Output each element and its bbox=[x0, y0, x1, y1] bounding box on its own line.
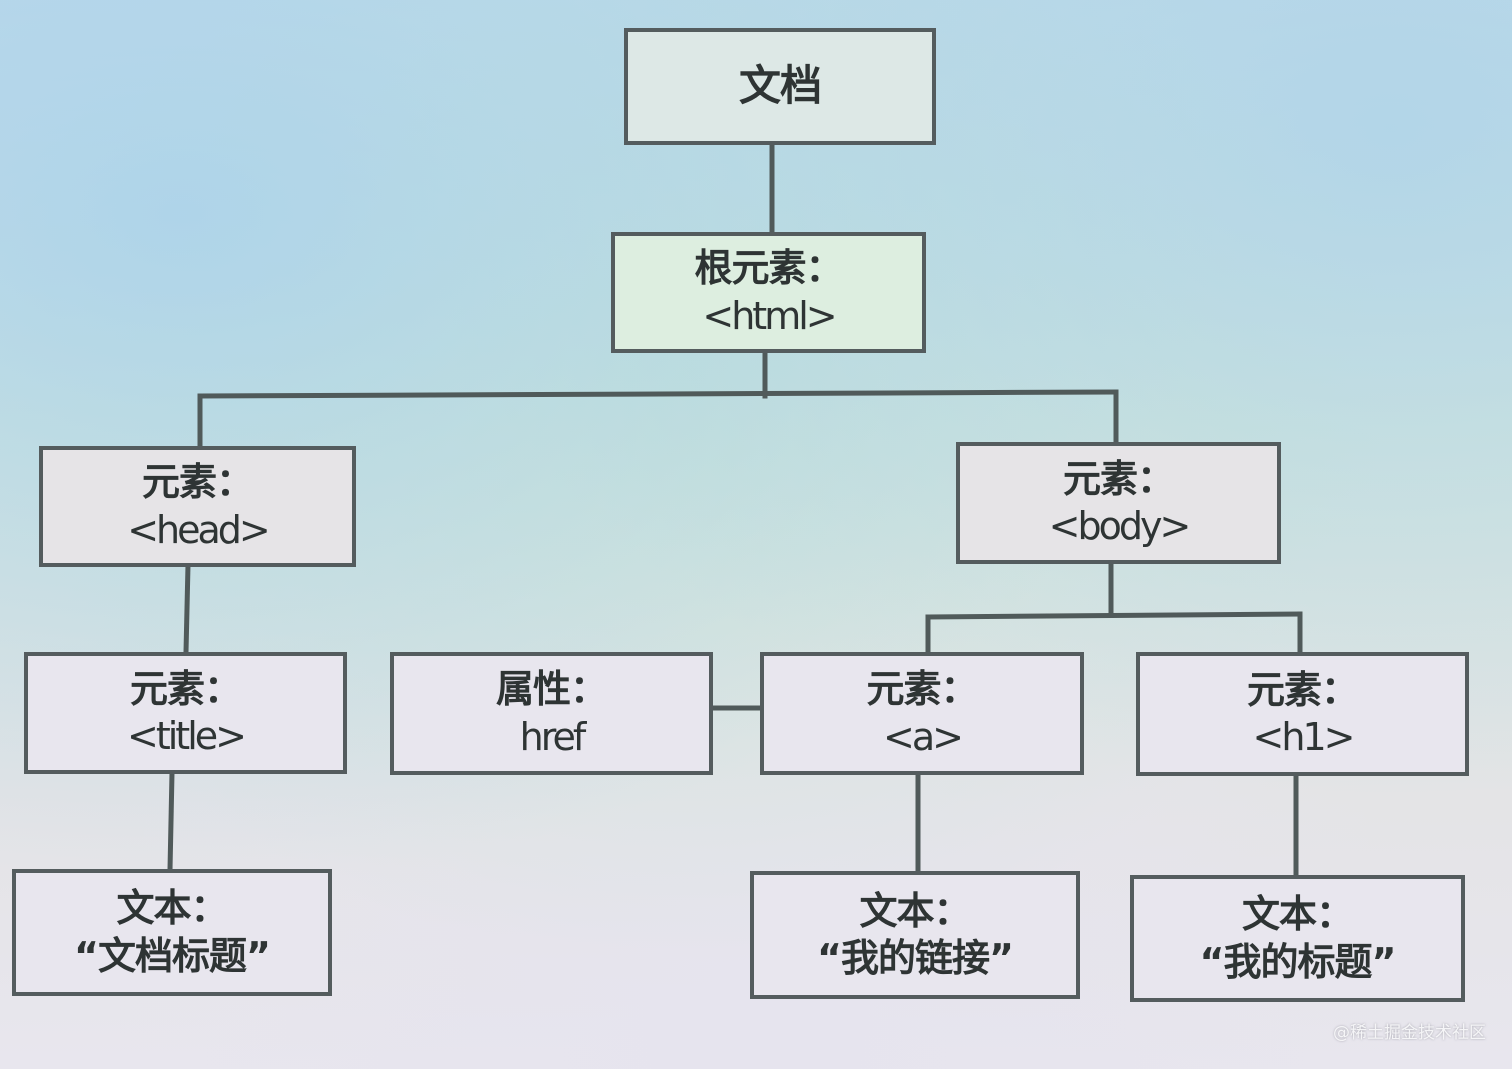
head-label: 元素： bbox=[141, 460, 254, 504]
html-value: <html> bbox=[702, 293, 837, 338]
title-text-value: “文档标题” bbox=[74, 933, 271, 978]
h1-text-label: 文本： bbox=[1241, 892, 1354, 936]
title-node: 元素： <title> bbox=[24, 652, 347, 774]
head-value: <head> bbox=[127, 507, 271, 552]
body-value: <body> bbox=[1048, 504, 1192, 548]
title-label: 元素： bbox=[129, 666, 242, 711]
head-node: 元素： <head> bbox=[39, 446, 356, 567]
connector-body-branch bbox=[925, 611, 1303, 620]
document-node: 文档 bbox=[624, 28, 936, 145]
a-node: 元素： <a> bbox=[760, 652, 1084, 775]
link-text-value: “我的链接” bbox=[817, 936, 1014, 980]
body-label: 元素： bbox=[1062, 456, 1175, 501]
title-value: <title> bbox=[127, 714, 247, 758]
h1-label: 元素： bbox=[1246, 667, 1359, 712]
watermark: @稀土掘金技术社区 bbox=[1333, 1023, 1486, 1043]
href-attribute-node: 属性： href bbox=[390, 652, 713, 775]
a-value: <a> bbox=[883, 714, 964, 759]
h1-node: 元素： <h1> bbox=[1136, 652, 1469, 776]
body-node: 元素： <body> bbox=[956, 442, 1281, 564]
title-text-node: 文本： “文档标题” bbox=[12, 869, 332, 996]
h1-text-value: “我的标题” bbox=[1199, 939, 1397, 984]
a-label: 元素： bbox=[866, 667, 978, 711]
link-text-label: 文本： bbox=[859, 888, 971, 933]
html-root-node: 根元素： <html> bbox=[611, 232, 926, 353]
title-text-label: 文本： bbox=[116, 886, 228, 930]
connector-title-text bbox=[167, 770, 175, 873]
html-label: 根元素： bbox=[694, 246, 843, 290]
h1-value: <h1> bbox=[1252, 715, 1356, 759]
href-label: 属性： bbox=[495, 667, 608, 711]
document-label: 文档 bbox=[738, 61, 822, 111]
h1-text-node: 文本： “我的标题” bbox=[1130, 875, 1465, 1002]
href-value: href bbox=[519, 714, 587, 759]
link-text-node: 文本： “我的链接” bbox=[750, 871, 1080, 999]
connector-html-branch bbox=[197, 389, 1119, 399]
connector-head-title bbox=[183, 562, 191, 655]
